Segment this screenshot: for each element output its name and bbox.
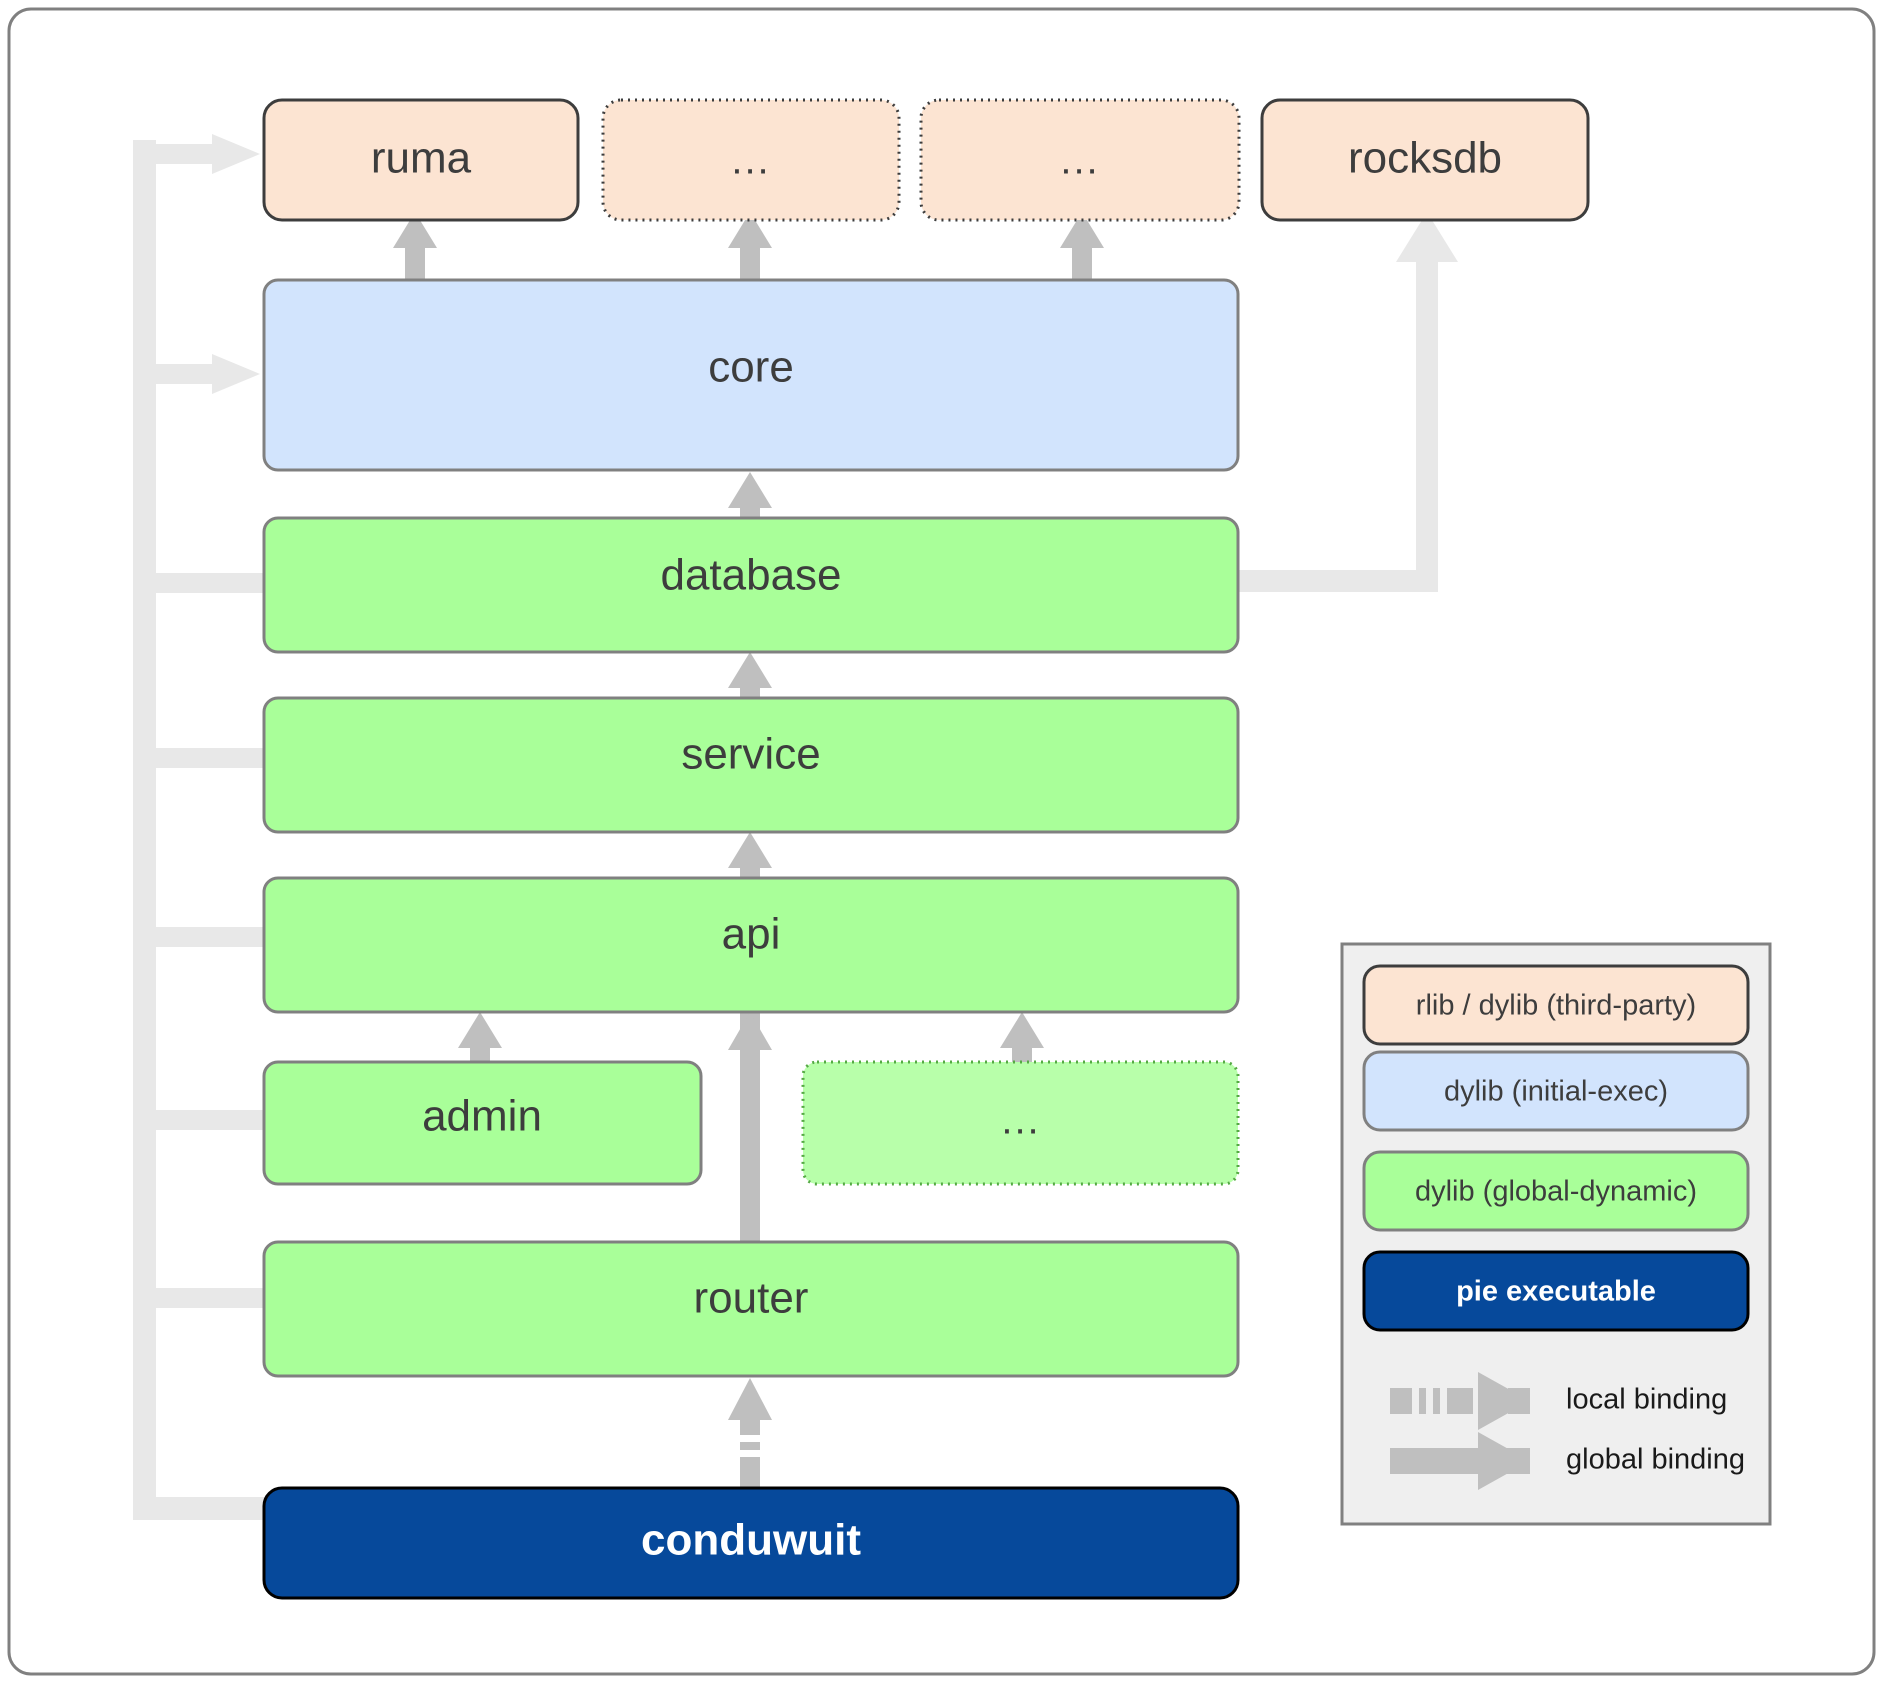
node-rocksdb[interactable]: rocksdb (1260, 98, 1590, 222)
legend-panel: rlib / dylib (third-party) dylib (initia… (1340, 942, 1772, 1526)
edge-conduwuit-to-router (728, 1378, 772, 1492)
node-database[interactable]: database (262, 516, 1240, 654)
node-api[interactable]: api (262, 876, 1240, 1014)
node-admin[interactable]: admin (262, 1060, 703, 1186)
spine-branch-service (133, 748, 266, 768)
spine-branch-conduwuit (133, 1497, 266, 1520)
legend-swatch-global-dynamic: dylib (global-dynamic) (1362, 1150, 1750, 1232)
spine-branch-core (133, 354, 260, 394)
node-conduwuit[interactable]: conduwuit (262, 1486, 1240, 1600)
node-dots-top-2[interactable]: ... (919, 98, 1241, 222)
local-binding-arrow-icon (1390, 1372, 1530, 1430)
node-service[interactable]: service (262, 696, 1240, 834)
node-core[interactable]: core (262, 278, 1240, 472)
edge-core-to-dots-top-1 (728, 212, 772, 282)
spine-branch-ruma (133, 134, 260, 174)
spine-branch-admin (133, 1110, 266, 1130)
legend-swatch-initial-exec: dylib (initial-exec) (1362, 1050, 1750, 1132)
global-binding-arrow-icon (1390, 1432, 1530, 1490)
edge-core-to-ruma (393, 212, 437, 282)
edge-database-to-rocksdb (1238, 212, 1458, 592)
spine-branch-database (133, 573, 266, 593)
spine-branch-api (133, 927, 266, 947)
node-dots-top-1[interactable]: ... (601, 98, 901, 222)
edge-router-to-api (728, 1010, 772, 1245)
legend-swatch-pie-executable: pie executable (1362, 1250, 1750, 1332)
conduwuit-left-spine (133, 134, 266, 1520)
node-router[interactable]: router (262, 1240, 1240, 1378)
spine-trunk (133, 140, 156, 1520)
edge-core-to-dots-top-2 (1060, 212, 1104, 282)
node-ruma[interactable]: ruma (262, 98, 580, 222)
legend-swatch-third-party: rlib / dylib (third-party) (1362, 964, 1750, 1046)
node-dots-mid[interactable]: ... (801, 1060, 1240, 1186)
spine-branch-router (133, 1288, 266, 1308)
